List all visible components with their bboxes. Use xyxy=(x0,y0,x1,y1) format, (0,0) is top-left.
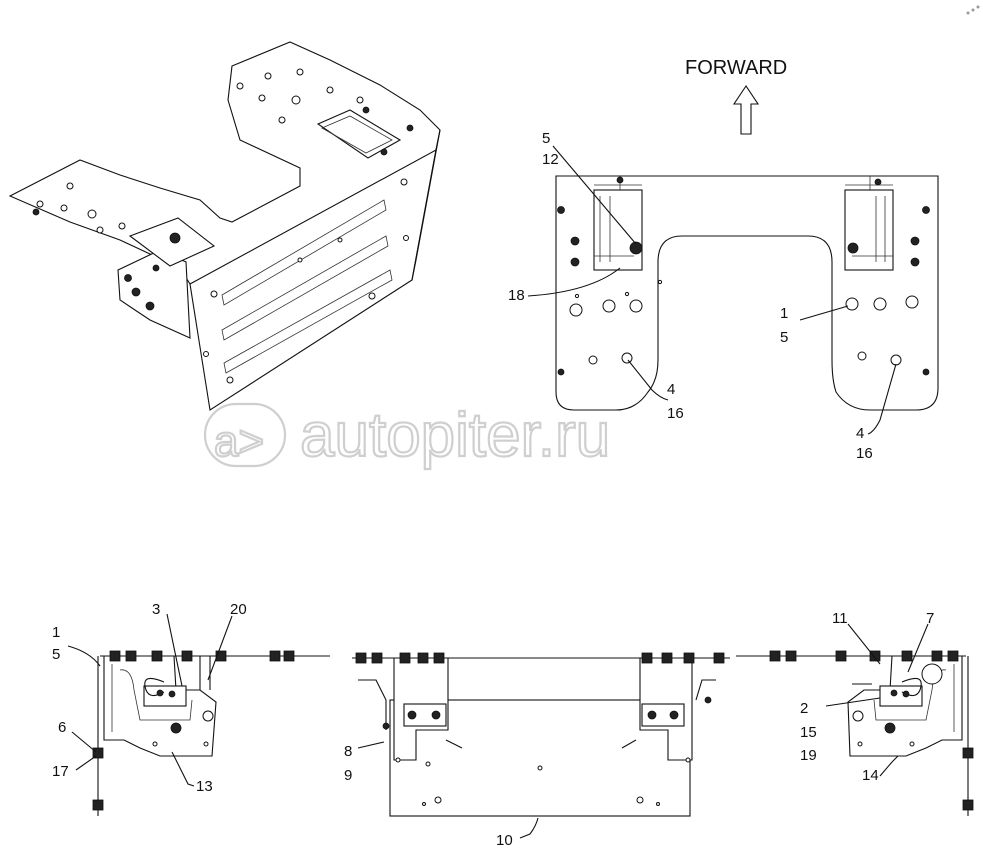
callout-br-11: 11 xyxy=(832,610,848,627)
callout-bl-1: 1 xyxy=(52,624,60,641)
top-plan-view xyxy=(527,145,939,435)
callout-br-14: 14 xyxy=(862,767,879,784)
callout-bm-8: 8 xyxy=(344,743,352,760)
callout-br-19: 19 xyxy=(800,747,817,764)
callout-5b: 5 xyxy=(780,329,788,346)
callout-5: 5 xyxy=(542,130,550,147)
callout-1: 1 xyxy=(780,305,788,322)
watermark: a> autopiter.ru xyxy=(203,400,611,471)
callout-12: 12 xyxy=(542,151,559,168)
callout-br-15: 15 xyxy=(800,724,817,741)
callout-bl-17: 17 xyxy=(52,763,69,780)
isometric-frame-view xyxy=(8,41,441,411)
bottom-left-view xyxy=(67,613,330,816)
watermark-text: autopiter.ru xyxy=(300,401,610,470)
forward-arrow-icon xyxy=(732,85,760,135)
callout-16a: 16 xyxy=(667,405,684,422)
watermark-logo: a> xyxy=(214,417,264,466)
callout-bl-20: 20 xyxy=(230,601,247,618)
callout-18: 18 xyxy=(508,287,525,304)
callout-br-2: 2 xyxy=(800,700,808,717)
callout-br-7: 7 xyxy=(926,610,934,627)
callout-bm-10: 10 xyxy=(496,832,513,849)
callout-4b: 4 xyxy=(856,425,864,442)
bottom-right-view xyxy=(736,623,974,816)
callout-bl-3: 3 xyxy=(152,601,160,618)
corner-dots-icon xyxy=(966,5,980,15)
callout-bl-5: 5 xyxy=(52,646,60,663)
bottom-middle-view xyxy=(352,652,730,839)
callout-4a: 4 xyxy=(667,381,675,398)
callout-bl-6: 6 xyxy=(58,719,66,736)
forward-label: FORWARD xyxy=(685,57,787,79)
callout-bm-9: 9 xyxy=(344,767,352,784)
callout-16b: 16 xyxy=(856,445,873,462)
callout-bl-13: 13 xyxy=(196,778,213,795)
